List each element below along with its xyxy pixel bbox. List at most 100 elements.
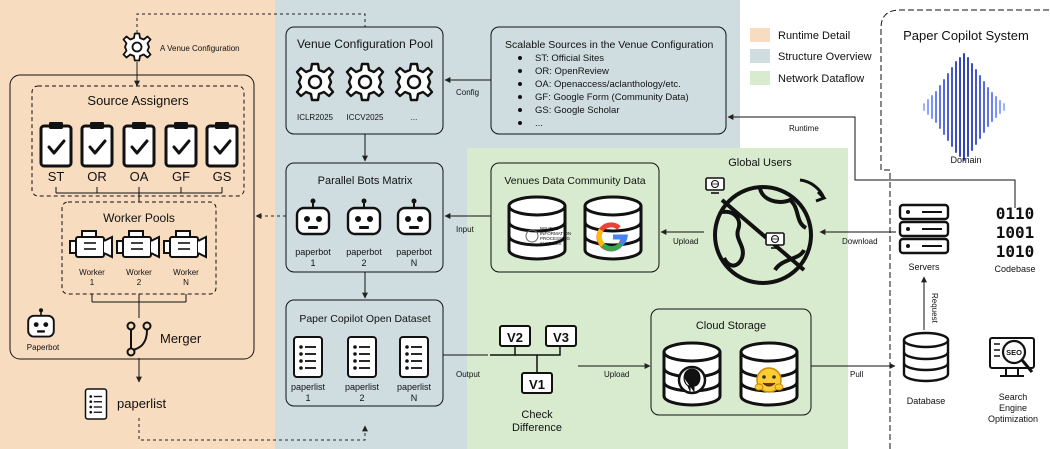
dataset-paperlist-2-line1: paperlist bbox=[345, 382, 380, 392]
venue-config-label: A Venue Configuration bbox=[160, 44, 240, 53]
pool-gear-1-icon bbox=[295, 62, 335, 102]
global-users-title: Global Users bbox=[728, 157, 792, 169]
pull-arrow-label: Pull bbox=[850, 370, 864, 379]
dataset-paperlist-n-line1: paperlist bbox=[397, 382, 432, 392]
domain-label: Domain bbox=[950, 155, 981, 165]
paperlist-doc-icon bbox=[84, 388, 108, 420]
source-st: ST bbox=[48, 169, 65, 184]
database-label: Database bbox=[907, 396, 946, 406]
paperbot-2-line1: paperbot bbox=[346, 247, 382, 257]
database-icon bbox=[902, 331, 950, 383]
community-title: Venues Data Community Data bbox=[504, 175, 645, 187]
worker-2-line1: Worker bbox=[126, 268, 152, 277]
worker-pools-title: Worker Pools bbox=[103, 211, 175, 225]
paperbot-label: Paperbot bbox=[27, 343, 60, 352]
svg-text:SYSTEMS: SYSTEMS bbox=[540, 241, 562, 246]
seo-icon bbox=[989, 337, 1035, 377]
worker-n-line2: N bbox=[183, 278, 189, 287]
clipboard-oa-icon bbox=[122, 120, 156, 168]
legend-structure: Structure Overview bbox=[778, 51, 872, 63]
input-arrow-label: Input bbox=[456, 225, 475, 234]
merge-icon bbox=[126, 321, 152, 357]
legend-swatch-dataflow bbox=[750, 71, 770, 85]
paperbot-1-line1: paperbot bbox=[295, 247, 331, 257]
assigner-join-lines bbox=[55, 187, 223, 194]
legend-swatch-runtime bbox=[750, 28, 770, 42]
dataset-paperlist-1-line1: paperlist bbox=[291, 382, 326, 392]
runtime-arrow-label: Runtime bbox=[789, 124, 819, 133]
servers-label: Servers bbox=[908, 262, 940, 272]
codebase-bits-1: 0110 bbox=[996, 204, 1035, 223]
worker-1-line2: 1 bbox=[90, 278, 95, 287]
legend-swatch-structure bbox=[750, 49, 770, 63]
clipboard-gs-icon bbox=[205, 120, 239, 168]
codebase-label: Codebase bbox=[994, 264, 1035, 274]
legend: Runtime Detail Structure Overview Networ… bbox=[750, 28, 872, 85]
runtime-box bbox=[9, 74, 255, 360]
paperbot-n-line2: N bbox=[411, 258, 418, 268]
source-item-st: ST: Official Sites bbox=[535, 53, 604, 64]
sources-list: ST: Official Sites OR: OpenReview OA: Op… bbox=[518, 53, 689, 129]
paperlist-feedback-arrow bbox=[138, 418, 368, 441]
source-gs: GS bbox=[213, 169, 232, 184]
seo-label-line1: Search bbox=[999, 392, 1028, 402]
version-v1: V1 bbox=[529, 377, 545, 392]
config-arrow-label: Config bbox=[456, 88, 479, 97]
version-v2-box bbox=[499, 325, 531, 347]
legend-runtime: Runtime Detail bbox=[778, 30, 850, 42]
worker-n-line1: Worker bbox=[173, 268, 199, 277]
worker-2-line2: 2 bbox=[137, 278, 142, 287]
domain-wave-icon bbox=[923, 53, 1005, 161]
config-dashed-arrow bbox=[136, 13, 366, 33]
codebase-bits-2: 1001 bbox=[996, 223, 1035, 242]
paperbot-2-line2: 2 bbox=[361, 258, 366, 268]
servers-icon bbox=[898, 203, 950, 255]
globe-icon bbox=[713, 178, 827, 285]
svg-text:NEURAL: NEURAL bbox=[540, 226, 559, 231]
merger-label: Merger bbox=[160, 331, 202, 346]
source-item-oa: OA: Openaccess/aclanthology/etc. bbox=[535, 79, 681, 90]
request-arrow-label: Request bbox=[930, 293, 939, 324]
check-difference-line2: Difference bbox=[512, 422, 562, 434]
pool-item-iclr: ICLR2025 bbox=[297, 113, 334, 122]
source-gf: GF bbox=[172, 169, 190, 184]
version-diff-group: V2 V3 V1 bbox=[490, 325, 577, 394]
google-icon bbox=[596, 222, 628, 252]
version-v2: V2 bbox=[507, 330, 523, 345]
huggingface-icon bbox=[754, 367, 784, 393]
codebase-bits-3: 1010 bbox=[996, 242, 1035, 261]
clipboard-or-icon bbox=[80, 120, 114, 168]
pool-gear-2-icon bbox=[345, 62, 385, 102]
cloud-storage-title: Cloud Storage bbox=[696, 320, 766, 332]
version-v3-box bbox=[545, 325, 577, 347]
worker-1-line1: Worker bbox=[79, 268, 105, 277]
dataset-paperlist-2-line2: 2 bbox=[359, 393, 364, 403]
paperbot-n-line1: paperbot bbox=[396, 247, 432, 257]
runtime-arrow bbox=[727, 114, 1016, 208]
download-arrow-label: Download bbox=[842, 237, 878, 246]
user-monitor-2-icon bbox=[765, 232, 785, 249]
dataset-paperlist-n-line2: N bbox=[411, 393, 418, 403]
source-item-or: OR: OpenReview bbox=[535, 66, 609, 77]
system-boundary bbox=[880, 9, 1050, 449]
paperlist-n-icon bbox=[399, 336, 429, 378]
source-oa: OA bbox=[130, 169, 149, 184]
github-icon bbox=[677, 365, 707, 395]
pool-item-iccv: ICCV2025 bbox=[347, 113, 384, 122]
dataset-title: Paper Copilot Open Dataset bbox=[299, 313, 430, 325]
svg-text:PROCESSING: PROCESSING bbox=[540, 236, 571, 241]
dataset-paperlist-1-line2: 1 bbox=[305, 393, 310, 403]
seo-label-line3: Optimization bbox=[988, 414, 1038, 424]
output-arrow-label: Output bbox=[456, 370, 481, 379]
seo-badge: SEO bbox=[1006, 348, 1022, 357]
venue-config-gear-icon bbox=[122, 32, 152, 62]
venue-pool-title: Venue Configuration Pool bbox=[297, 37, 433, 51]
paperlist-1-icon bbox=[293, 336, 323, 378]
bots-title: Parallel Bots Matrix bbox=[318, 175, 413, 187]
source-item-gs: GS: Google Scholar bbox=[535, 105, 620, 116]
paperlist-2-icon bbox=[347, 336, 377, 378]
source-item-more: ... bbox=[535, 118, 543, 129]
source-assigners-box bbox=[31, 85, 245, 197]
check-difference-line1: Check bbox=[521, 409, 553, 421]
